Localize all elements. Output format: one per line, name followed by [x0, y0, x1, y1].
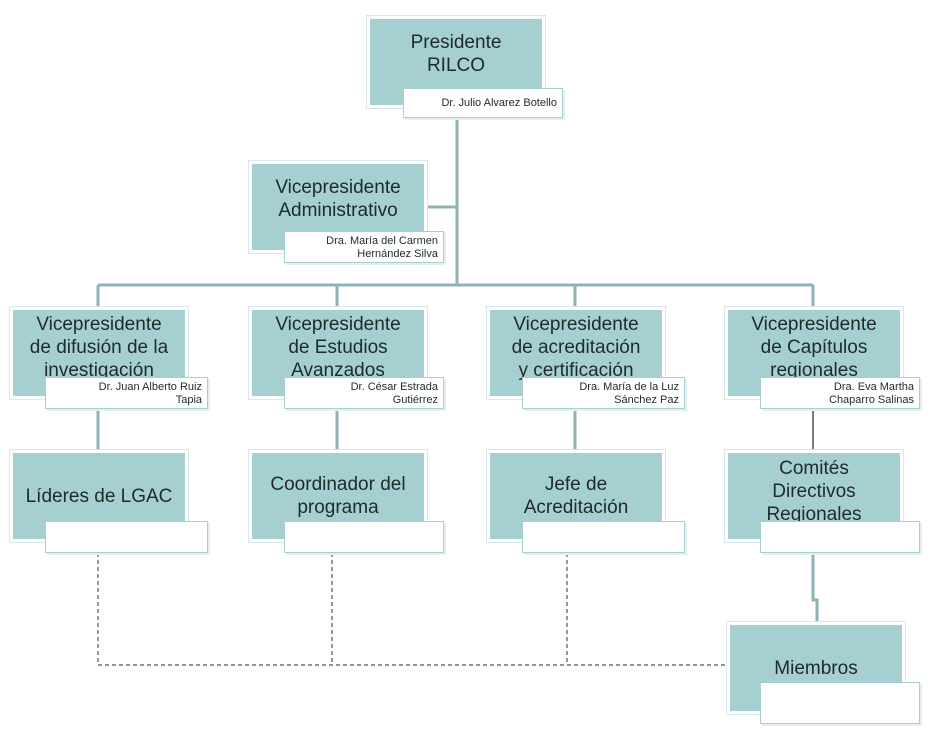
node-title: Presidente RILCO: [410, 32, 502, 76]
node-person-vp-capitulos: Dra. Eva Martha Chaparro Salinas: [760, 377, 920, 409]
node-title: Vicepresidente de difusión de la investi…: [29, 314, 169, 381]
node-person-miembros: [760, 682, 920, 724]
node-person-lideres: [45, 521, 208, 553]
connector-comites-miembros: [811, 553, 819, 622]
node-title: Comités Directivos Regionales: [766, 458, 862, 525]
node-person-vp-admin: Dra. María del Carmen Hernández Silva: [284, 231, 444, 263]
node-person-coordinador: [284, 521, 444, 553]
node-person-vp-estudios: Dr. César Estrada Gutiérrez: [284, 377, 444, 409]
node-title: Vicepresidente de acreditación y certifi…: [511, 314, 641, 381]
node-title: Jefe de Acreditación: [523, 474, 629, 518]
node-person-vp-difusion: Dr. Juan Alberto Ruiz Tapia: [45, 377, 208, 409]
node-person-vp-acred: Dra. María de la Luz Sánchez Paz: [522, 377, 685, 409]
node-title: Miembros: [774, 657, 858, 679]
node-person-comites: [760, 521, 920, 553]
node-title: Coordinador del programa: [270, 474, 406, 518]
node-title: Vicepresidente de Estudios Avanzados: [275, 314, 401, 381]
node-title: Líderes de LGAC: [25, 485, 173, 507]
node-person-jefe: [522, 521, 685, 553]
node-person-president: Dr. Julio Alvarez Botello: [403, 88, 563, 118]
node-title: Vicepresidente Administrativo: [275, 177, 401, 221]
node-title: Vicepresidente de Capítulos regionales: [751, 314, 877, 381]
